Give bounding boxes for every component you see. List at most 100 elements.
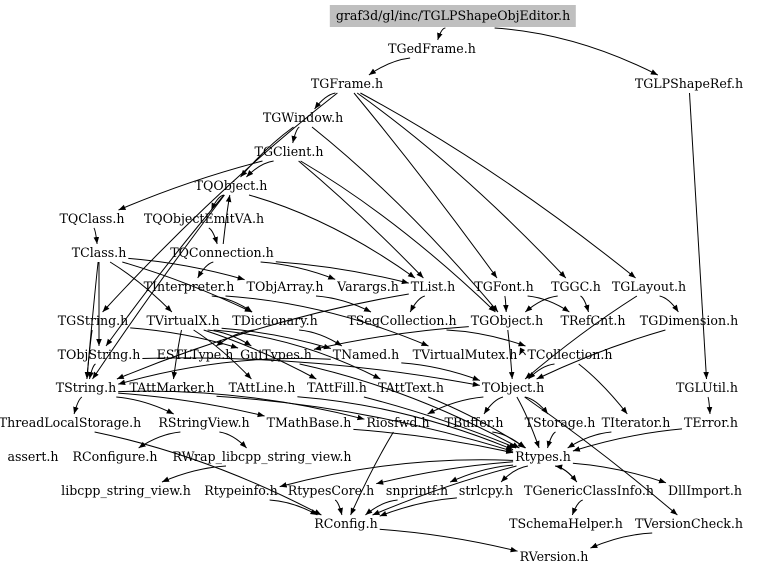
node-rversion: RVersion.h xyxy=(519,549,589,564)
edge-tgframe-to-tggc xyxy=(356,92,567,279)
node-tobjstring: TObjString.h xyxy=(57,347,141,362)
edge-root-to-tglpshaperef xyxy=(494,27,659,76)
node-rtypescore: RtypesCore.h xyxy=(287,483,375,498)
edge-riosfwd-to-rconfig xyxy=(350,431,394,516)
node-tobjarray: TObjArray.h xyxy=(246,279,324,294)
node-tqobjectemitva: TQObjectEmitVA.h xyxy=(143,211,265,226)
edge-tvirtualx-to-tatttext xyxy=(213,329,381,380)
edge-tobject-to-tversioncheck xyxy=(524,396,678,516)
node-tglpshaperef: TGLPShapeRef.h xyxy=(634,76,744,91)
node-estltype: ESTLType.h xyxy=(156,347,234,362)
edge-tmathbase-to-rtypes xyxy=(353,428,514,454)
edge-tdictionary-to-tnamed xyxy=(299,329,343,347)
edge-tgframe-to-tglayout xyxy=(360,92,636,279)
edge-rtypes-to-tgenericclassinfo xyxy=(555,465,578,483)
node-tgclient: TGClient.h xyxy=(254,144,324,159)
node-dllimport: DllImport.h xyxy=(668,483,742,498)
edge-tgclient-to-tgobject xyxy=(300,160,496,313)
node-tgedframe: TGedFrame.h xyxy=(388,41,476,56)
node-rtypes: Rtypes.h xyxy=(515,449,571,464)
edge-threadlocalstorage-to-rconfig xyxy=(94,431,322,516)
edge-tcollection-to-titerator xyxy=(578,363,628,415)
node-rstringview: RStringView.h xyxy=(158,415,250,430)
edge-tvirtualx-to-tattline xyxy=(193,329,252,380)
edge-rtypes-to-rtypeinfo xyxy=(279,459,514,488)
edge-tgframe-to-tgwindow xyxy=(314,92,336,110)
edge-tgwindow-to-tgclient xyxy=(291,126,300,144)
node-libcpp: libcpp_string_view.h xyxy=(61,483,191,498)
edge-tqconnection-to-tinterpreter xyxy=(197,261,214,279)
edge-tgedframe-to-tgframe xyxy=(368,57,411,76)
edge-tgobject-to-guitypes xyxy=(313,326,469,351)
edge-tqclass-to-tclass xyxy=(93,227,100,245)
node-rconfig: RConfig.h xyxy=(314,516,378,531)
edge-rwrap-to-libcpp xyxy=(161,465,227,483)
edge-tgenericclassinfo-to-tschemahelper xyxy=(571,499,583,516)
node-tobject: TObject.h xyxy=(481,380,545,395)
node-tversioncheck: TVersionCheck.h xyxy=(635,516,743,531)
edge-tcollection-to-tvirtualmutex xyxy=(518,347,526,356)
edge-tgclient-to-tqobject xyxy=(246,160,274,178)
node-tgobject: TGObject.h xyxy=(470,313,544,328)
node-tqconnection: TQConnection.h xyxy=(170,245,274,260)
edge-tqobjectemitva-to-tqconnection xyxy=(208,227,218,245)
node-terror: TError.h xyxy=(684,415,738,430)
node-tgdimension: TGDimension.h xyxy=(639,313,739,328)
node-tschemahelper: TSchemaHelper.h xyxy=(509,516,623,531)
node-threadlocalstorage: ThreadLocalStorage.h xyxy=(0,415,142,430)
node-tvirtualx: TVirtualX.h xyxy=(146,313,220,328)
node-tattmarker: TAttMarker.h xyxy=(129,380,215,395)
node-tmathbase: TMathBase.h xyxy=(266,415,352,430)
edge-titerator-to-rtypes xyxy=(567,431,612,449)
node-varargs: Varargs.h xyxy=(337,279,399,294)
node-titerator: TIterator.h xyxy=(601,415,671,430)
edge-tglayout-to-tgdimension xyxy=(659,295,679,313)
edge-tstring-to-riosfwd xyxy=(118,390,365,421)
node-tglutil: TGLUtil.h xyxy=(676,380,738,395)
node-tstorage: TStorage.h xyxy=(524,415,596,430)
edge-rtypes-to-snprintf xyxy=(449,464,514,483)
edge-tclass-to-tdictionary xyxy=(122,261,252,313)
edge-tobject-to-riosfwd xyxy=(427,396,484,415)
edge-tqconnection-to-tqobject xyxy=(222,194,232,245)
edge-tgstring-to-guitypes xyxy=(130,327,239,349)
node-strlcpy: strlcpy.h xyxy=(458,483,514,498)
edge-tlist-to-tseqcollection xyxy=(409,295,425,313)
edge-tobject-to-tbuffer xyxy=(483,396,504,415)
node-tgframe: TGFrame.h xyxy=(310,76,384,91)
edge-rtypes-to-dllimport xyxy=(572,462,667,484)
edge-tvirtualx-to-tattfill xyxy=(203,329,317,380)
edge-tgstring-to-tstring xyxy=(84,329,93,380)
edge-tattmarker-to-rtypes xyxy=(216,395,514,453)
edge-tqobject-to-tqobjectemitva xyxy=(210,194,224,211)
edge-tseqcollection-to-tcollection xyxy=(446,329,526,347)
node-tgfont: TGFont.h xyxy=(474,279,534,294)
edge-rstringview-to-rwrap xyxy=(219,431,247,449)
edge-tglpshaperef-to-tglutil xyxy=(689,92,709,380)
edge-rtypes-to-rtypescore xyxy=(376,461,514,485)
edge-tobjstring-to-tobject xyxy=(142,357,480,387)
node-trefcnt: TRefCnt.h xyxy=(560,313,626,328)
edge-snprintf-to-rconfig xyxy=(365,499,398,516)
node-tinterpreter: TInterpreter.h xyxy=(143,279,235,294)
edge-rtypes-to-strlcpy xyxy=(500,465,528,483)
edge-rstringview-to-rconfigure xyxy=(138,431,181,449)
node-tcollection: TCollection.h xyxy=(527,347,613,362)
node-rtypeinfo: Rtypeinfo.h xyxy=(204,483,278,498)
edge-tinterpreter-to-tdictionary xyxy=(211,295,253,313)
edge-tstring-to-tmathbase xyxy=(118,392,265,418)
edge-tbuffer-to-rtypes xyxy=(492,431,526,449)
edge-tggc-to-tgobject xyxy=(524,295,558,313)
edge-tstring-to-threadlocalstorage xyxy=(73,396,83,415)
node-riosfwd: Riosfwd.h xyxy=(366,415,430,430)
node-snprintf: snprintf.h xyxy=(385,483,449,498)
edge-strlcpy-to-rconfig xyxy=(379,497,457,517)
node-rwrap: RWrap_libcpp_string_view.h xyxy=(172,449,352,464)
node-root: graf3d/gl/inc/TGLPShapeObjEditor.h xyxy=(329,5,577,27)
edge-tgclient-to-tlist xyxy=(298,160,424,279)
node-tgwindow: TGWindow.h xyxy=(262,110,344,125)
edge-tstorage-to-rtypes xyxy=(546,431,556,449)
node-tqobject: TQObject.h xyxy=(194,178,268,193)
